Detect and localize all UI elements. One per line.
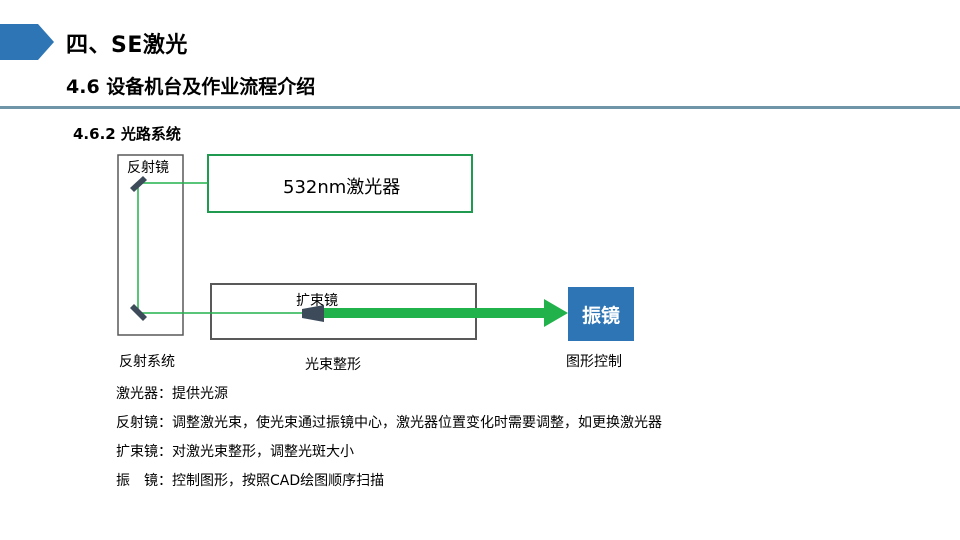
note-laser: 激光器：提供光源 xyxy=(116,386,228,402)
note-galvo: 振 镜：控制图形，按照CAD绘图顺序扫描 xyxy=(116,473,385,489)
subsection-title: 4.6.2 光路系统 xyxy=(73,125,181,143)
reflection-system-box xyxy=(117,154,184,336)
header-accent-tab xyxy=(0,24,54,60)
beam-expander-icon xyxy=(302,305,324,322)
beam-shaping-label: 光束整形 xyxy=(305,357,361,373)
header-divider xyxy=(0,106,960,109)
mirror-bottom-icon xyxy=(130,304,147,321)
expanded-beam-arrowhead xyxy=(544,299,568,327)
note-expander: 扩束镜：对激光束整形，调整光斑大小 xyxy=(116,444,354,460)
sub-title: 4.6 设备机台及作业流程介绍 xyxy=(66,76,316,98)
laser-label: 532nm激光器 xyxy=(283,177,401,198)
galvo-box xyxy=(568,287,634,341)
note-mirror: 反射镜：调整激光束，使光束通过振镜中心，激光器位置变化时需要调整，如更换激光器 xyxy=(116,415,662,431)
section-title: 四、SE激光 xyxy=(66,33,188,58)
expanded-beam xyxy=(324,308,546,318)
mirror-top-icon xyxy=(130,176,147,192)
reflection-system-label: 反射系统 xyxy=(119,354,175,370)
pattern-control-label: 图形控制 xyxy=(566,354,622,370)
beam-expander-label: 扩束镜 xyxy=(296,293,338,309)
galvo-label: 振镜 xyxy=(581,304,620,327)
mirror-label: 反射镜 xyxy=(127,160,169,176)
